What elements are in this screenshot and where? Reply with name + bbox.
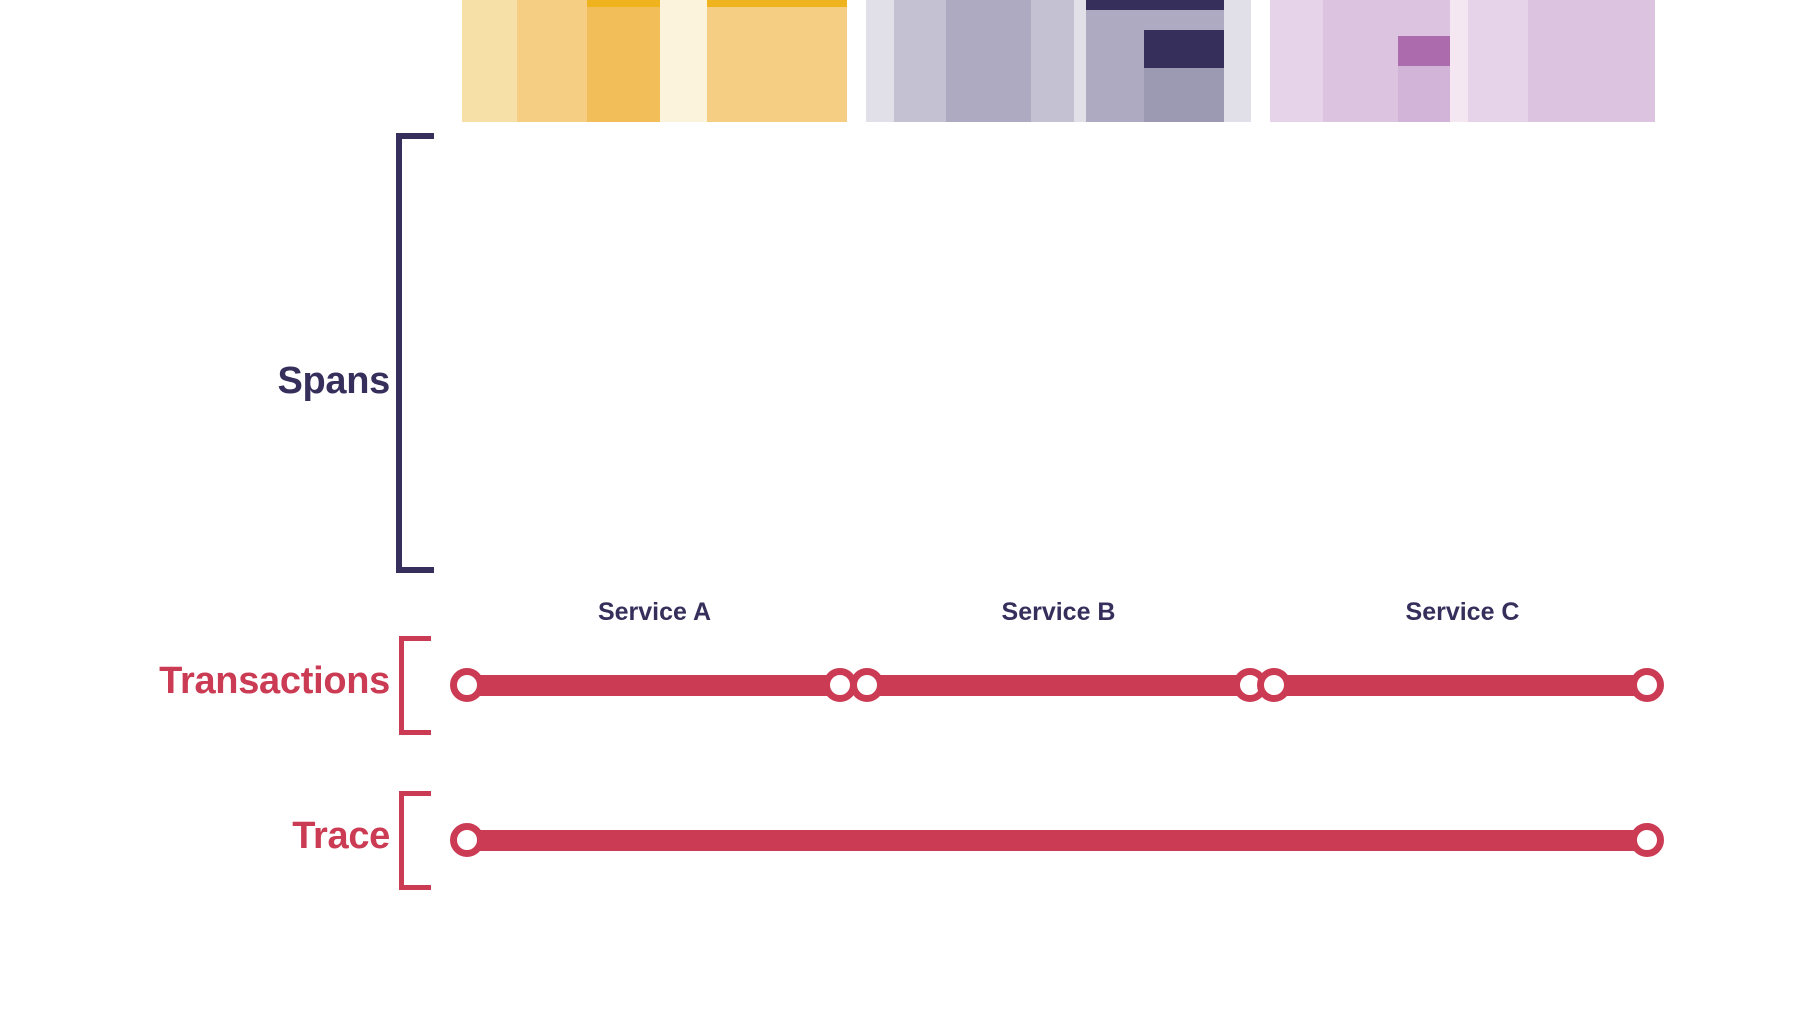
bracket-spans [396,133,434,573]
transaction-node-c-end[interactable] [1630,668,1664,702]
row-label-spans: Spans [277,360,390,402]
service-label-service-c: Service C [1405,598,1520,626]
row-label-transactions: Transactions [159,660,390,702]
row-label-trace: Trace [292,815,390,857]
trace-node-start[interactable] [450,823,484,857]
span-head-service-a-leaf-span-1 [587,0,660,7]
transaction-node-a-start[interactable] [450,668,484,702]
service-group-service-a [462,0,847,122]
service-label-service-a: Service A [597,598,712,626]
span-service-b-leaf-span-1 [1144,30,1224,122]
span-head-service-c-leaf-span-1 [1398,36,1450,66]
spans-area [462,0,1655,122]
service-label-service-b: Service B [1001,598,1116,626]
transaction-service-b [855,675,1255,696]
span-service-c-leaf-span-1 [1398,36,1450,122]
span-service-b-grandchild-span-1 [946,0,1031,122]
span-head-service-b-grandchild-span-2 [1086,0,1224,10]
transaction-service-c [1262,675,1652,696]
span-head-service-a-grandchild-span-2 [707,0,847,7]
span-service-a-grandchild-span-2 [707,0,847,122]
transaction-node-c-start[interactable] [1257,668,1291,702]
bracket-transactions [399,636,431,735]
service-group-service-b [866,0,1251,122]
span-service-a-leaf-span-1 [587,0,660,122]
trace-line [455,830,1652,851]
transaction-service-a [455,675,845,696]
service-group-service-c [1270,0,1655,122]
bracket-trace [399,791,431,890]
trace-node-end[interactable] [1630,823,1664,857]
transaction-node-b-start[interactable] [850,668,884,702]
span-head-service-b-leaf-span-1 [1144,30,1224,68]
span-service-c-grandchild-span-2 [1528,0,1655,122]
